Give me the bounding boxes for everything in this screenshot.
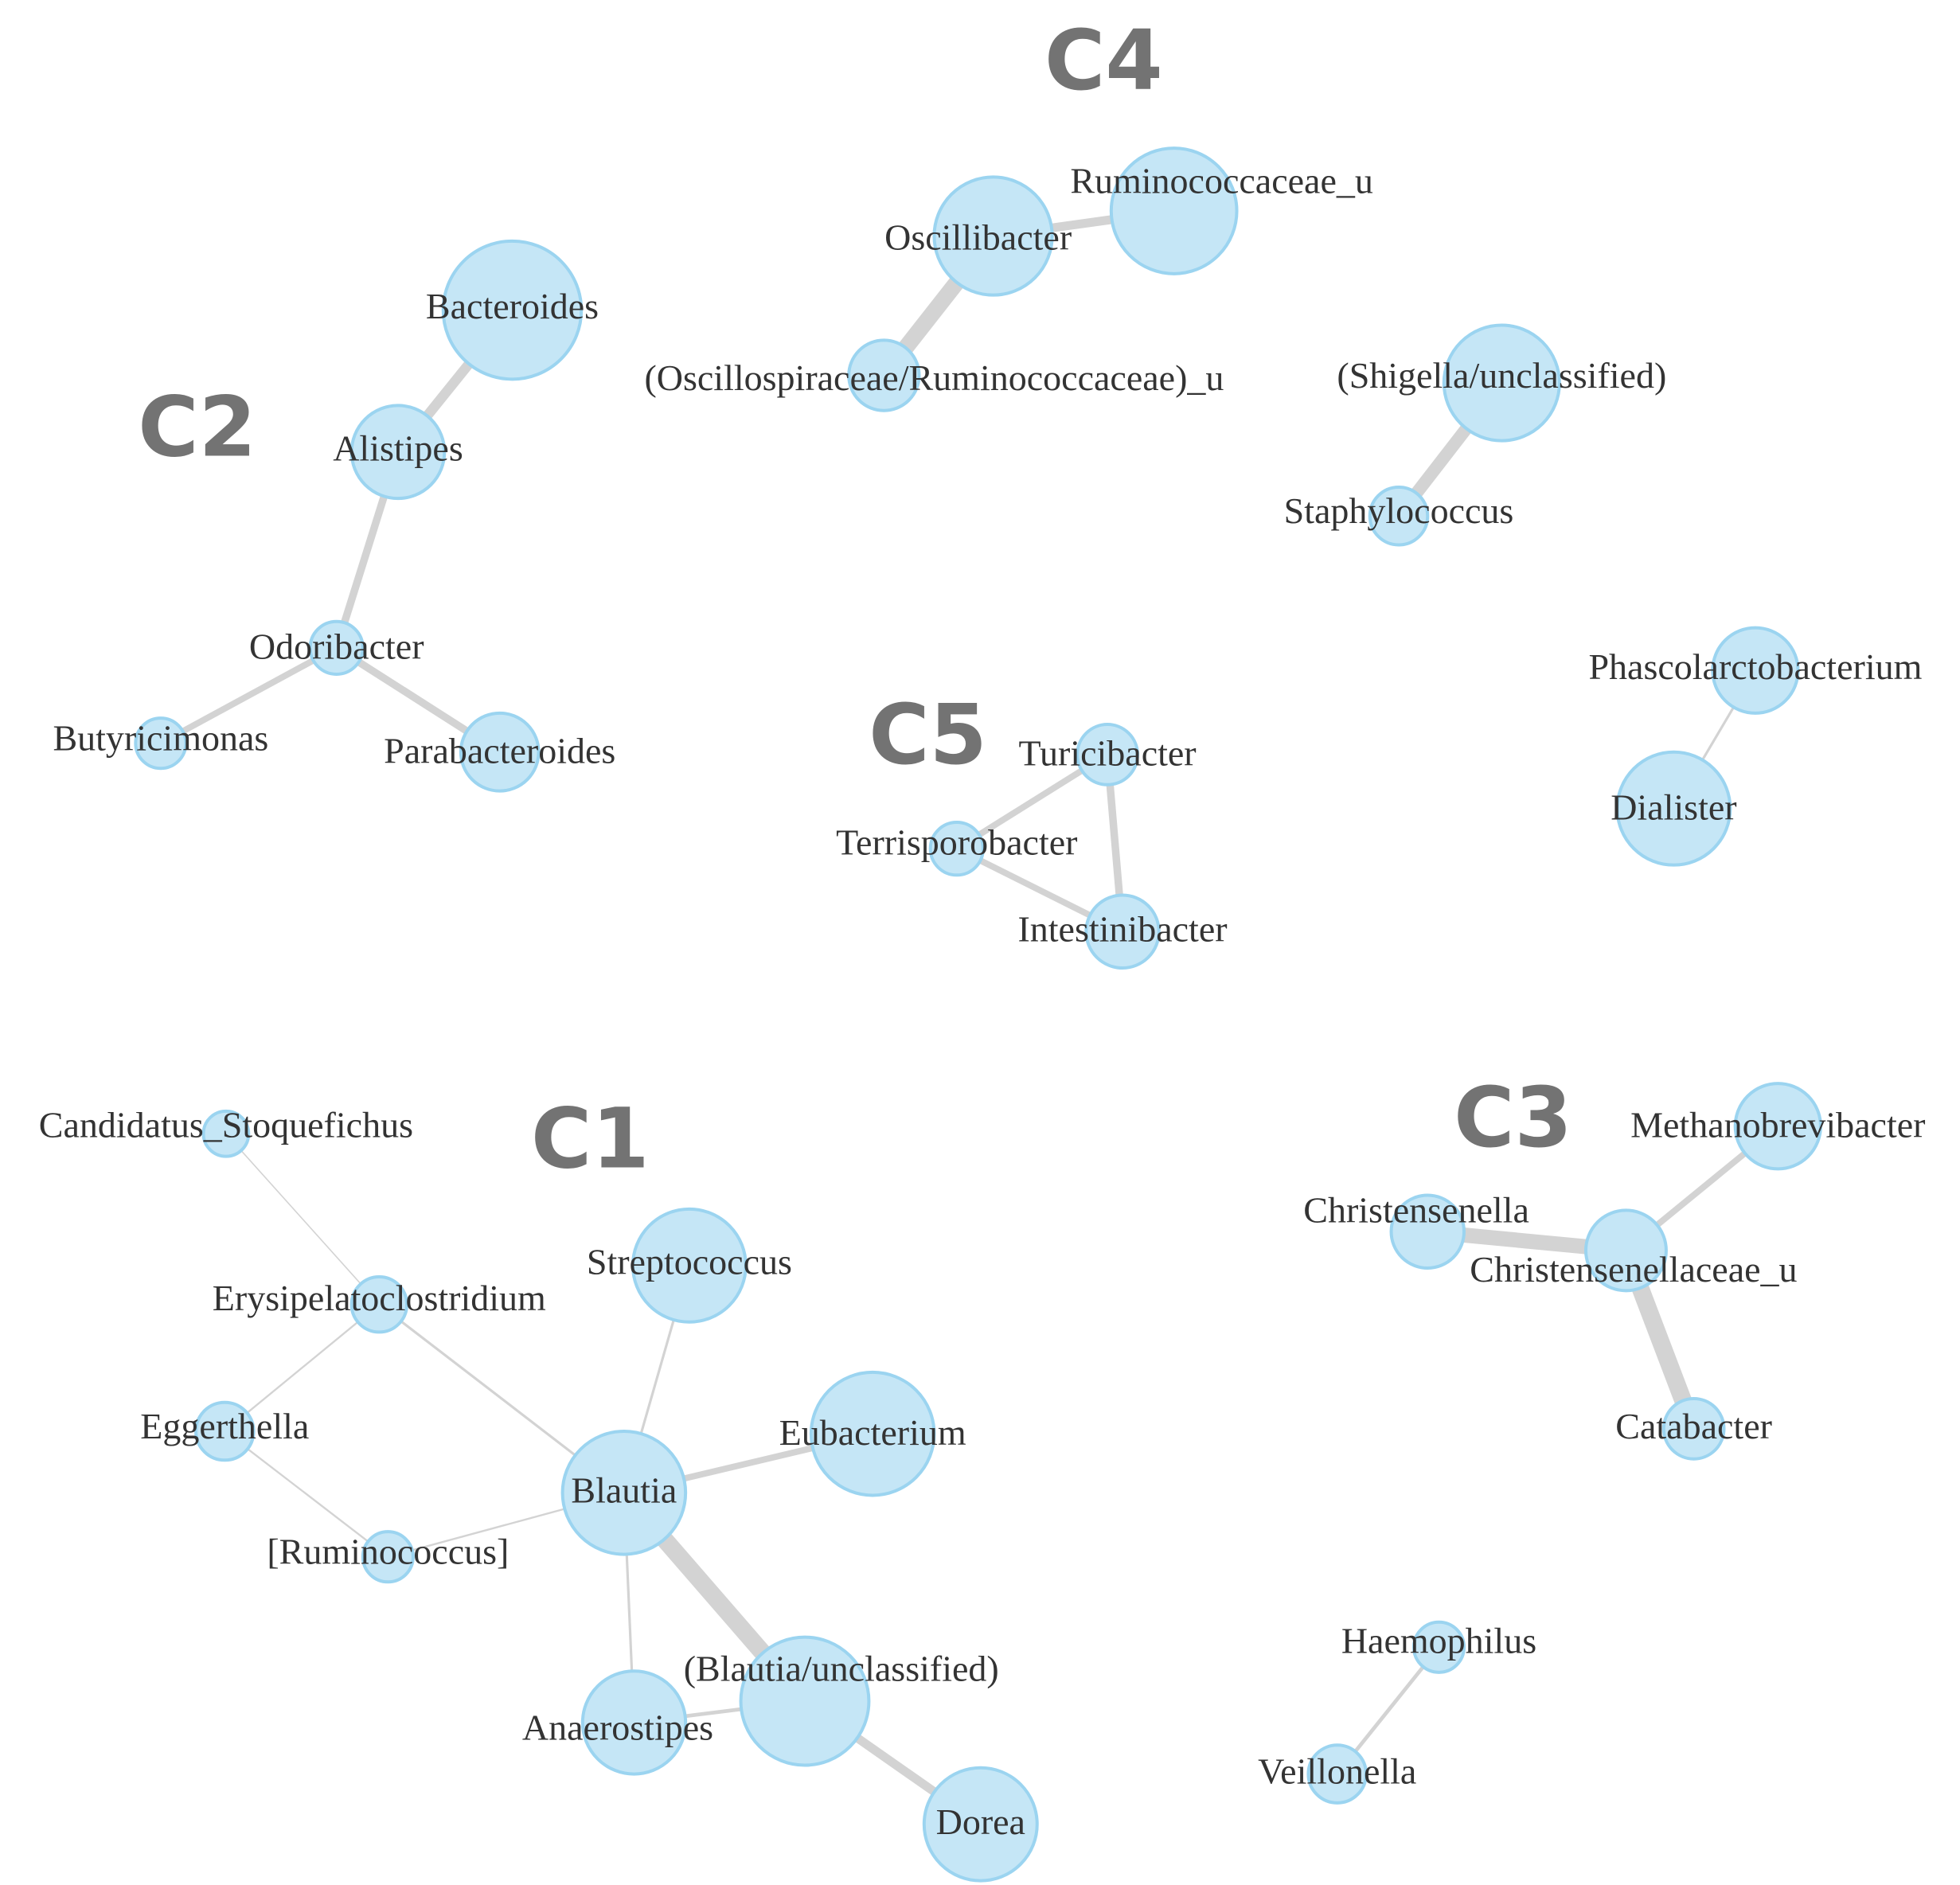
node-christensenella[interactable] <box>1389 1193 1466 1270</box>
node-label-eubacterium: Eubacterium <box>779 1412 966 1453</box>
cluster-label-c4: C4 <box>1044 12 1163 109</box>
node-streptococcus[interactable] <box>631 1207 748 1324</box>
node-label-blautia: Blautia <box>571 1469 677 1510</box>
edge-candidatus-erysipelatoclostridium <box>225 1133 381 1305</box>
node-label-turicibacter: Turicibacter <box>1019 733 1197 774</box>
labels-layer: BacteroidesAlistipesOdoribacterButyricim… <box>39 160 1926 1841</box>
node-shigella[interactable] <box>1442 323 1561 443</box>
node-label-ruminococcus: [Ruminococcus] <box>267 1532 509 1572</box>
node-phascolarctobacterium[interactable] <box>1711 626 1800 715</box>
node-bacteroides[interactable] <box>441 239 584 381</box>
node-intestinibacter[interactable] <box>1084 893 1161 970</box>
node-label-parabacteroides: Parabacteroides <box>384 730 615 771</box>
node-oscillibacter[interactable] <box>932 175 1054 297</box>
node-label-catabacter: Catabacter <box>1615 1406 1772 1446</box>
node-christensenellaceae_u[interactable] <box>1583 1208 1668 1293</box>
nodes-layer <box>134 146 1822 1883</box>
node-label-shigella: (Shigella/unclassified) <box>1337 355 1666 396</box>
node-label-staphylococcus: Staphylococcus <box>1284 490 1514 531</box>
node-veillonella[interactable] <box>1306 1743 1368 1805</box>
node-dorea[interactable] <box>922 1766 1039 1883</box>
node-label-oscillibacter: Oscillibacter <box>884 217 1072 257</box>
node-odoribacter[interactable] <box>308 619 365 676</box>
cluster-label-c3: C3 <box>1454 1069 1572 1166</box>
node-alistipes[interactable] <box>349 404 447 501</box>
node-blautia[interactable] <box>560 1430 688 1556</box>
node-eubacterium[interactable] <box>809 1370 936 1497</box>
node-label-haemophilus: Haemophilus <box>1341 1621 1536 1661</box>
node-label-blautia_unclassified: (Blautia/unclassified) <box>684 1648 999 1688</box>
node-label-dialister: Dialister <box>1611 786 1736 827</box>
node-label-veillonella: Veillonella <box>1258 1751 1416 1792</box>
node-terrisporobacter[interactable] <box>928 821 985 877</box>
node-label-christensenellaceae_u: Christensenellaceae_u <box>1470 1249 1797 1290</box>
node-ruminococcus[interactable] <box>361 1530 415 1584</box>
node-label-erysipelatoclostridium: Erysipelatoclostridium <box>213 1278 546 1318</box>
node-label-methanobrevibacter: Methanobrevibacter <box>1630 1104 1925 1145</box>
edge-odoribacter-butyricimonas <box>157 644 340 747</box>
node-haemophilus[interactable] <box>1411 1620 1466 1674</box>
node-label-butyricimonas: Butyricimonas <box>53 718 268 759</box>
node-label-eggerthella: Eggerthella <box>140 1406 309 1446</box>
cluster-label-c1: C1 <box>531 1091 650 1188</box>
node-oscillospiraceae_u[interactable] <box>847 338 921 412</box>
edge-erysipelatoclostridium-eggerthella <box>224 1303 381 1433</box>
node-label-candidatus: Candidatus_Stoquefichus <box>39 1104 413 1145</box>
node-dialister[interactable] <box>1615 750 1732 867</box>
edge-eggerthella-ruminococcus <box>224 1430 389 1558</box>
node-label-dorea: Dorea <box>936 1801 1025 1842</box>
node-candidatus[interactable] <box>201 1109 251 1158</box>
node-label-christensenella: Christensenella <box>1303 1190 1529 1231</box>
node-eggerthella[interactable] <box>194 1400 256 1462</box>
node-staphylococcus[interactable] <box>1368 485 1430 547</box>
node-ruminococcaceae_u[interactable] <box>1109 146 1239 275</box>
node-label-oscillospiraceae_u: (Oscillospiraceae/Ruminococcaceae)_u <box>644 357 1224 398</box>
node-label-anaerostipes: Anaerostipes <box>522 1707 713 1748</box>
node-label-bacteroides: Bacteroides <box>426 286 599 326</box>
node-turicibacter[interactable] <box>1076 723 1139 786</box>
node-blautia_unclassified[interactable] <box>739 1635 871 1767</box>
node-anaerostipes[interactable] <box>580 1669 688 1776</box>
node-label-odoribacter: Odoribacter <box>249 626 424 667</box>
node-erysipelatoclostridium[interactable] <box>349 1275 409 1334</box>
cluster-label-c5: C5 <box>869 686 987 783</box>
node-label-streptococcus: Streptococcus <box>587 1241 792 1282</box>
node-label-ruminococcaceae_u: Ruminococcaceae_u <box>1070 160 1373 201</box>
cluster-label-c2: C2 <box>138 378 256 475</box>
node-label-phascolarctobacterium: Phascolarctobacterium <box>1588 646 1922 687</box>
node-label-intestinibacter: Intestinibacter <box>1017 908 1227 949</box>
node-parabacteroides[interactable] <box>459 711 541 793</box>
node-label-alistipes: Alistipes <box>333 427 463 468</box>
node-catabacter[interactable] <box>1661 1396 1726 1461</box>
node-label-terrisporobacter: Terrisporobacter <box>836 822 1077 863</box>
node-methanobrevibacter[interactable] <box>1733 1082 1822 1171</box>
node-butyricimonas[interactable] <box>134 716 188 771</box>
